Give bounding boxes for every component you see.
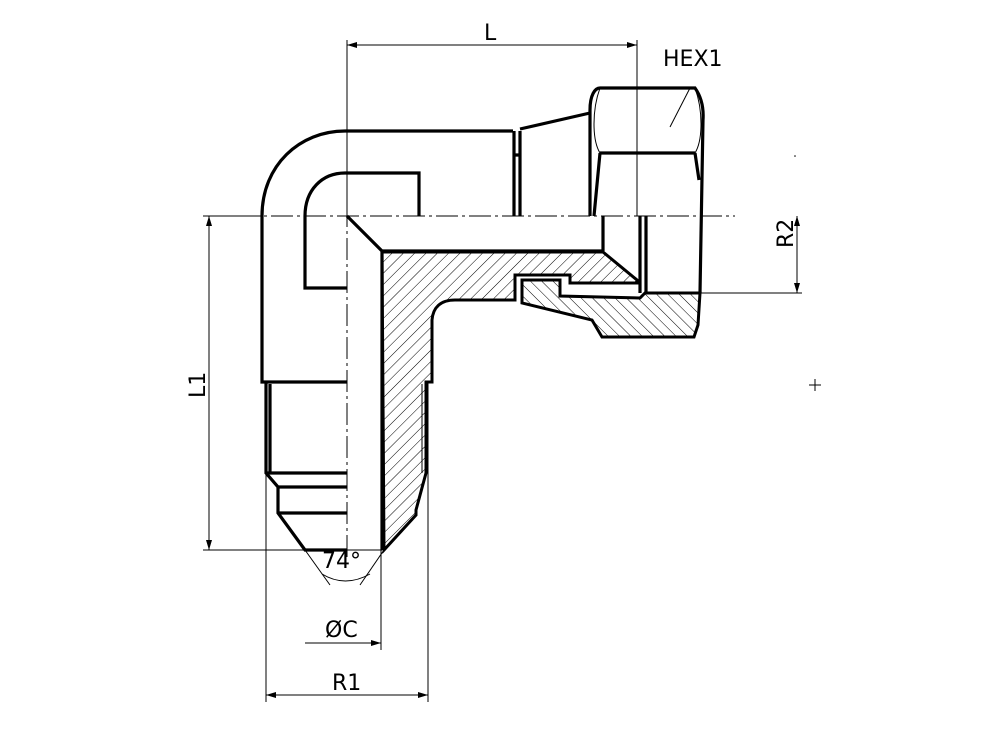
nut-section (520, 278, 702, 339)
label-L1: L1 (186, 372, 211, 398)
elbow-inner-contour (303, 171, 421, 290)
label-diameter-C: ØC (325, 618, 358, 643)
dimension-L: L (346, 21, 638, 216)
dimension-hex1: HEX1 (663, 47, 723, 128)
hex-nut (588, 86, 705, 294)
crosshair-mark (809, 379, 821, 391)
dimension-diameter-C: ØC (305, 550, 382, 650)
label-L: L (484, 21, 497, 46)
stud-thread (264, 382, 347, 552)
nut-neck (512, 111, 591, 216)
label-74-deg: 74° (322, 549, 361, 574)
body-section (380, 250, 639, 554)
dimension-R1: R1 (265, 382, 429, 702)
dimension-L1: L1 (186, 215, 382, 551)
label-R1: R1 (332, 671, 361, 696)
dot-mark (794, 155, 796, 157)
label-R2: R2 (774, 219, 799, 248)
hex-chamfer (593, 87, 702, 154)
label-hex1: HEX1 (663, 47, 723, 72)
dimension-cone-angle: 74° (304, 549, 385, 586)
elbow-outer-contour (260, 129, 513, 384)
dimension-R2: R2 (700, 216, 802, 294)
